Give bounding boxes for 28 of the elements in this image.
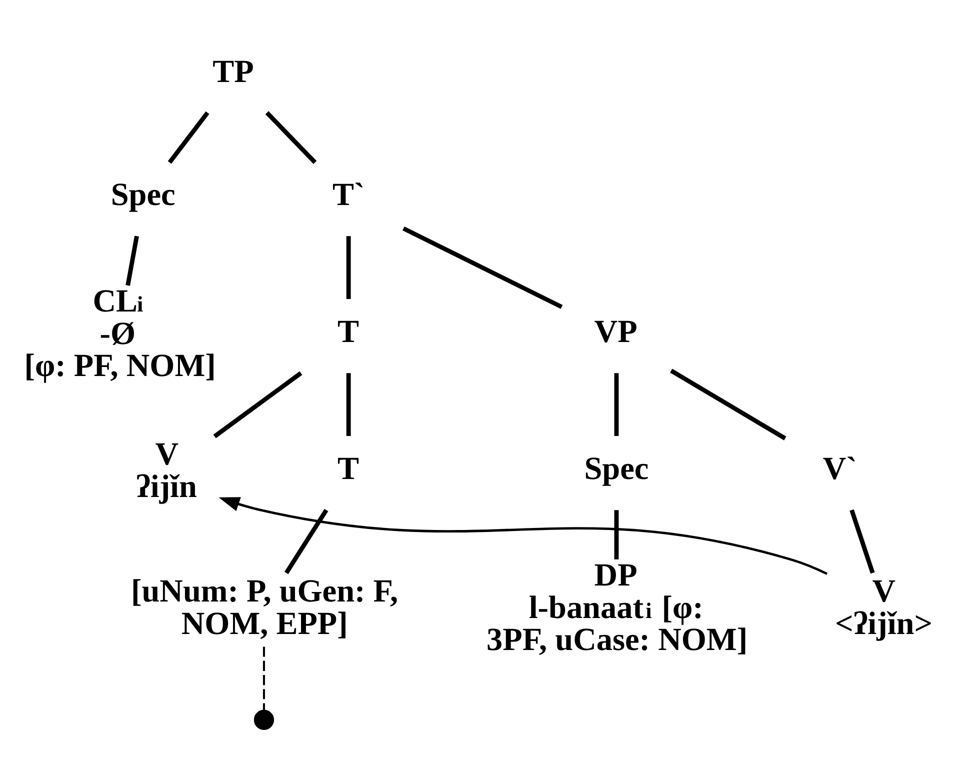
node-text: VP xyxy=(594,312,638,349)
node-text: T xyxy=(337,450,359,486)
connector xyxy=(614,373,619,436)
node-text: [uNum: P, uGen: F, NOM, EPP] xyxy=(131,572,398,641)
node-circle xyxy=(254,710,274,730)
node-text: CLi -Ø [φ: PF, NOM] xyxy=(24,282,216,384)
node-text: V ʔijǐn xyxy=(136,436,197,504)
connector xyxy=(126,236,139,286)
arrow xyxy=(218,497,828,575)
connector xyxy=(168,111,210,164)
node-text: T xyxy=(337,312,359,349)
connector xyxy=(670,368,786,440)
connector xyxy=(284,508,328,574)
connector xyxy=(265,111,317,164)
node-text: V <ʔijǐn> xyxy=(835,572,933,641)
node-text: V` xyxy=(822,450,857,486)
node-text: TP xyxy=(212,52,254,89)
connector xyxy=(262,646,265,710)
connector xyxy=(614,510,619,560)
node-text: Spec xyxy=(110,176,176,212)
node-text: T` xyxy=(332,176,365,212)
connector xyxy=(346,373,351,436)
connector xyxy=(346,236,351,299)
connector xyxy=(850,509,875,574)
node-text: DP l-banaati [φ: 3PF, uCase: NOM] xyxy=(486,556,748,657)
connector xyxy=(402,226,563,309)
connector xyxy=(213,371,302,438)
node-text: Spec xyxy=(584,450,649,486)
